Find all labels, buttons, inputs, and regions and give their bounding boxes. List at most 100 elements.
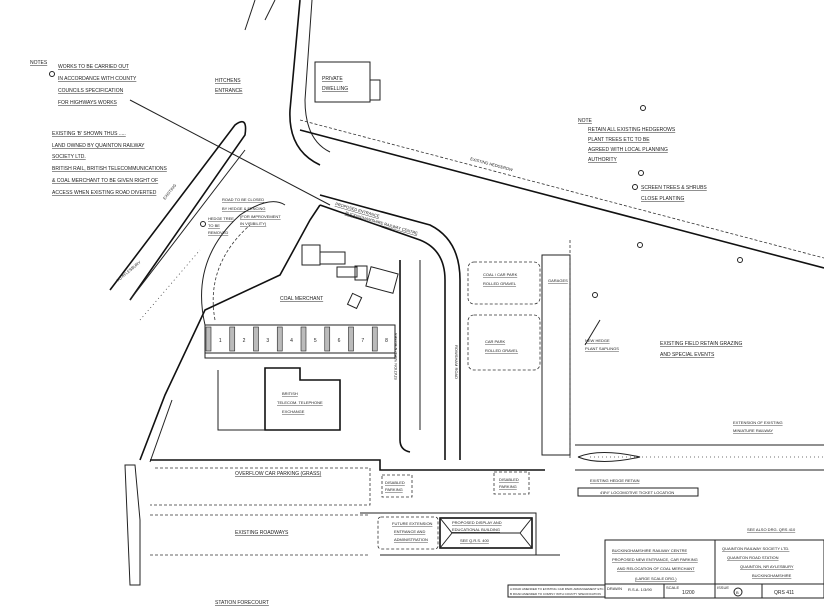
tree-marker-icon — [638, 170, 644, 176]
tree-marker-icon — [640, 105, 646, 111]
note-line: IN ACCORDANCE WITH COUNTY — [58, 76, 137, 82]
client-line: BUCKINGHAMSHIRE — [752, 573, 792, 578]
disabled-parking-label: DISABLED — [499, 477, 519, 482]
garage-number: 3 — [266, 338, 269, 344]
note-line: RETAIN ALL EXISTING HEDGEROWS — [588, 127, 676, 133]
notes-right: NOTE RETAIN ALL EXISTING HEDGEROWS PLANT… — [578, 105, 707, 202]
drawn-value: R.S.A. 1/3/90 — [628, 587, 653, 592]
telecom-exchange-building — [264, 367, 341, 431]
disabled-parking-label: PARKING — [385, 487, 403, 492]
future-entrance-label: FUTURE EXTENSION — [392, 521, 433, 526]
station-forecourt-label: STATION FORECOURT — [215, 600, 269, 606]
project-title: (LARGE SCALE DRG.) — [635, 576, 677, 581]
garage-number: 1 — [219, 338, 222, 344]
client-line: QUAINTON RAILWAY SOCIETY LTD. — [722, 546, 789, 551]
telecom-label: BRITISH — [282, 391, 298, 396]
garage-pier — [253, 326, 259, 352]
hedge-retain-label: EXISTING HEDGE RETAIN — [590, 478, 640, 483]
revision-line: B ROAD AMENDED TO COMPLY WITH COUNTY SPE… — [510, 592, 601, 596]
garage-pier — [371, 326, 378, 352]
drawn-label: DRAWN — [607, 586, 622, 591]
note-line: SOCIETY LTD. — [52, 154, 86, 160]
garage-pier — [300, 326, 307, 352]
loco-label: 4'8½" LOCOMOTIVE TICKET LOCATION — [600, 490, 674, 495]
field-label: EXISTING FIELD RETAIN GRAZING — [660, 341, 743, 347]
new-hedge-label: PLANT SAPLINGS — [585, 346, 619, 351]
note-line: ACCESS WHEN EXISTING ROAD DIVERTED — [52, 190, 157, 196]
tree-marker-icon — [200, 221, 206, 227]
hitchens-label: HITCHENS — [215, 78, 241, 84]
rowsham-road-label: ROWSHAM ROAD — [454, 345, 459, 379]
note-line: BRITISH RAIL, BRITISH TELECOMMUNICATIONS — [52, 166, 167, 172]
garage-number: 6 — [338, 338, 341, 344]
garage-number: 8 — [385, 338, 388, 344]
note-line: SCREEN TREES & SHRUBS — [641, 185, 707, 191]
railway-centre-label: BUCKINGHAMSHIRE RAILWAY CENTRE — [345, 210, 419, 236]
client-line: QUAINTON, NR AYLESBURY — [740, 564, 794, 569]
private-dwelling — [314, 61, 371, 103]
car-park-label: ROLLED GRAVEL — [485, 348, 519, 353]
tree-marker-icon — [737, 257, 743, 263]
note-marker-icon — [49, 71, 55, 77]
note-heading: NOTE — [578, 118, 593, 124]
scale-value: 1/200 — [682, 590, 695, 596]
existing-hedgerow-label: EXISTING HEDGEROW — [470, 156, 514, 172]
issue-label: ISSUE — [717, 585, 729, 590]
garage-number: 2 — [243, 338, 246, 344]
hitchens-label: ENTRANCE — [215, 88, 243, 94]
hedge-tree-label: HEDGE TREE — [208, 216, 234, 221]
future-entrance-label: ENTRANCE AND — [394, 529, 425, 534]
overflow-parking-label: OVERFLOW CAR PARKING (GRASS) — [235, 471, 322, 477]
existing-road-label: EXISTING — [162, 183, 177, 201]
existing-roadways-label: EXISTING ROADWAYS — [235, 530, 289, 536]
issue-value: B — [736, 590, 739, 595]
field-label: AND SPECIAL EVENTS — [660, 352, 715, 358]
issue-circle-icon — [733, 587, 743, 597]
coal-merchant-label: COAL MERCHANT — [280, 296, 323, 302]
existing-note: EXISTING 'B' SHOWN THUS ..... LAND OWNED… — [52, 131, 167, 196]
note-line: AGREED WITH LOCAL PLANNING — [588, 147, 668, 153]
note-line: LAND OWNED BY QUAINTON RAILWAY — [52, 143, 145, 149]
note-line: WORKS TO BE CARRIED OUT — [58, 64, 129, 70]
telecom-label: EXCHANGE — [282, 409, 305, 414]
private-dwelling-label: PRIVATE — [322, 76, 343, 82]
road-closed-label: IN VISIBILITY) — [240, 221, 267, 226]
tree-marker-icon — [637, 242, 643, 248]
to-aylesbury-label: TO AYLESBURY — [115, 259, 141, 282]
notes-left: NOTES WORKS TO BE CARRIED OUT IN ACCORDA… — [30, 60, 137, 106]
note-line: AUTHORITY — [588, 157, 618, 163]
garage-pier — [324, 326, 331, 352]
tree-marker-icon — [592, 292, 598, 298]
notes-heading: NOTES — [30, 60, 48, 66]
disabled-parking-label: PARKING — [499, 484, 517, 489]
garages-label: GARAGES — [548, 278, 568, 283]
project-title: BUCKINGHAMSHIRE RAILWAY CENTRE — [612, 548, 688, 553]
see-also-label: SEE ALSO DRG. QRS 410 — [747, 527, 796, 532]
note-line: CLOSE PLANTING — [641, 196, 684, 202]
drawing-number: QRS 411 — [774, 590, 794, 596]
car-park-label: CAR PARK — [485, 339, 505, 344]
garage-pier — [229, 326, 236, 352]
display-building-label: EDUCATIONAL BUILDING — [452, 527, 500, 532]
revision-line: A ROAD AMENDED TO EXISTING CAR PARK ARRA… — [510, 587, 604, 591]
title-block: A ROAD AMENDED TO EXISTING CAR PARK ARRA… — [507, 539, 824, 599]
future-entrance — [377, 516, 439, 550]
garage-number: 4 — [290, 338, 293, 344]
car-park — [467, 314, 541, 371]
road-closed-label: (FOR IMPROVEMENT — [240, 214, 281, 219]
garage-number: 7 — [361, 338, 364, 344]
railway-extension-label: EXTENSION OF EXISTING — [733, 420, 783, 425]
garage-pier — [348, 326, 354, 352]
display-building-label: PROPOSED DISPLAY AND — [452, 520, 502, 525]
garage-number: 5 — [314, 338, 317, 344]
project-title: PROPOSED NEW ENTRANCE, CAR PARKING — [612, 557, 698, 562]
garage-row: 1 2 3 4 5 6 7 8 — [204, 324, 396, 359]
display-building-label: SEE Q.R.S. 400 — [460, 538, 490, 543]
project-title: AND RELOCATION OF COAL MERCHANT — [617, 566, 695, 571]
tree-marker-icon — [632, 184, 638, 190]
client-line: QUAINTON ROAD STATION — [727, 555, 779, 560]
note-line: COUNCILS SPECIFICATION — [58, 88, 124, 94]
telecom-label: TELECOM. TELEPHONE — [277, 400, 323, 405]
future-entrance-label: ADMINISTRATION — [394, 537, 428, 542]
